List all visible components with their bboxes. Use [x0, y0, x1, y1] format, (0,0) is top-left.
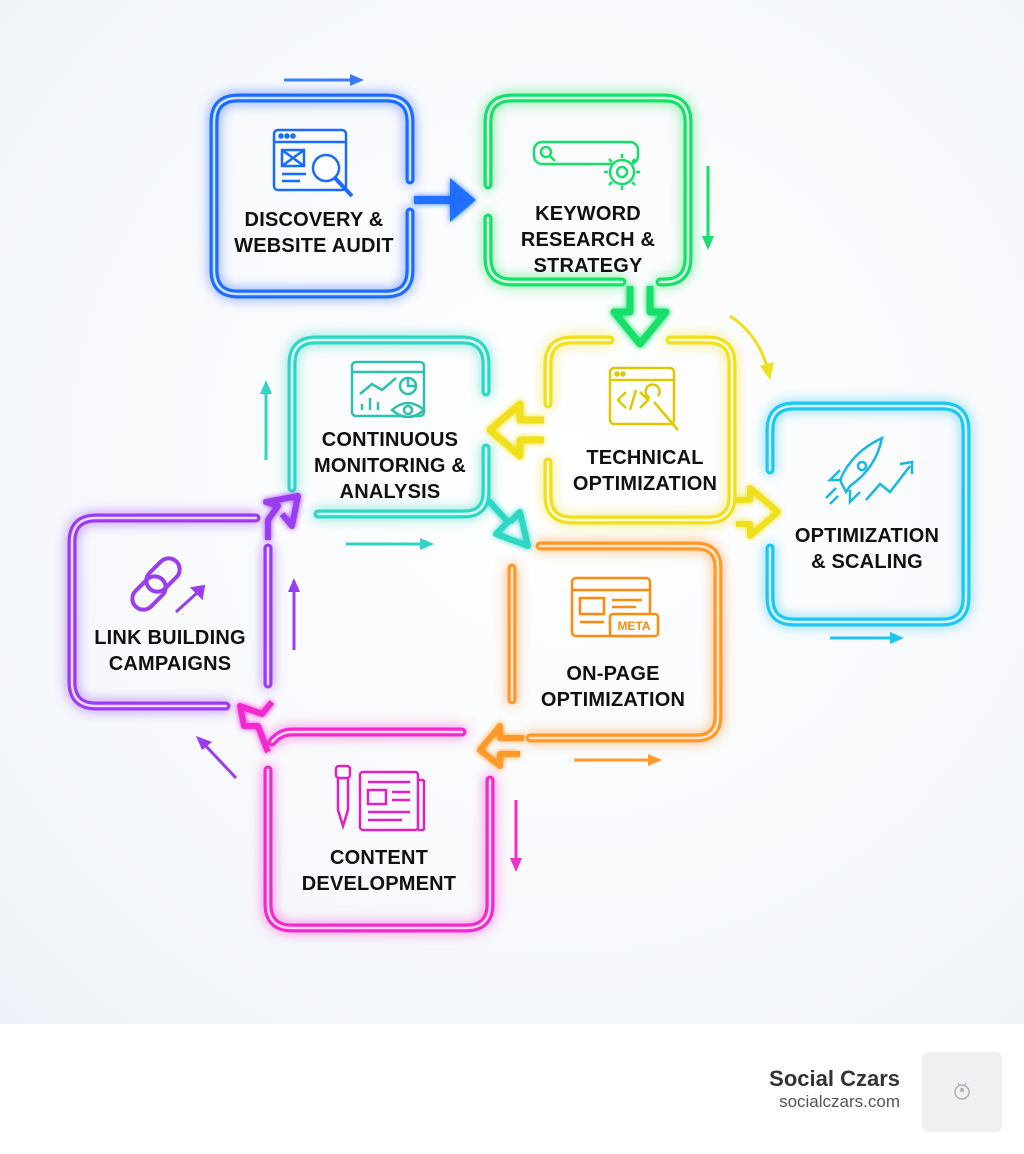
label-monitoring-line1: CONTINUOUS	[322, 429, 458, 451]
label-onpage-line1: ON-PAGE	[566, 663, 659, 685]
label-linkbuilding-line2: CAMPAIGNS	[109, 653, 232, 675]
label-onpage-line2: OPTIMIZATION	[541, 689, 685, 711]
arrow-linkbuilding-to-monitoring	[263, 493, 301, 540]
node-discovery	[209, 93, 415, 299]
brand-logo-icon	[954, 1082, 970, 1100]
small-arrow-top	[284, 74, 364, 86]
arrow-technical-to-monitoring	[486, 400, 544, 460]
label-keyword-line1: KEYWORD	[535, 203, 641, 225]
label-keyword-line2: RESEARCH &	[521, 229, 655, 251]
small-arrow-purple-diag	[196, 736, 238, 780]
label-discovery-line2: WEBSITE AUDIT	[234, 235, 394, 257]
small-arrow-teal-right	[346, 538, 434, 550]
arrow-technical-to-scaling	[736, 485, 781, 539]
label-technical: TECHNICAL OPTIMIZATION	[573, 447, 717, 495]
label-scaling-line1: OPTIMIZATION	[795, 525, 939, 547]
label-monitoring-line2: MONITORING &	[314, 455, 466, 477]
pen-newspaper-icon	[334, 764, 426, 832]
label-content-line2: DEVELOPMENT	[302, 873, 456, 895]
node-onpage	[507, 541, 723, 743]
label-technical-line2: OPTIMIZATION	[573, 473, 717, 495]
node-keyword	[483, 93, 693, 287]
browser-magnifier-icon	[272, 128, 354, 198]
label-keyword: KEYWORD RESEARCH & STRATEGY	[521, 203, 655, 277]
analytics-dashboard-eye-icon	[350, 360, 426, 419]
rocket-trend-arrow-icon	[825, 435, 914, 506]
small-arrow-pink-down	[510, 800, 522, 872]
small-arrow-cyan-right	[830, 632, 904, 644]
arrow-content-to-linkbuilding	[237, 700, 275, 754]
label-scaling: OPTIMIZATION & SCALING	[795, 525, 939, 573]
arrow-onpage-to-content	[477, 723, 524, 769]
node-monitoring	[287, 335, 491, 519]
diagram-canvas: META DISCOVERY & WEBSITE AUDIT KEYWORD R…	[67, 74, 971, 933]
footer	[0, 1024, 1024, 1154]
node-linkbuilding	[67, 513, 273, 711]
label-linkbuilding: LINK BUILDING CAMPAIGNS	[94, 627, 245, 675]
small-arrow-purple-up	[288, 578, 300, 650]
arrow-discovery-to-keyword	[414, 178, 476, 222]
small-arrow-teal-up	[260, 380, 272, 460]
label-scaling-line2: & SCALING	[811, 551, 923, 573]
label-keyword-line3: STRATEGY	[533, 255, 642, 277]
brand-url[interactable]: socialczars.com	[779, 1092, 900, 1111]
node-content	[263, 727, 495, 933]
small-arrow-yellow-curve	[729, 314, 774, 380]
small-arrow-green-down	[702, 166, 714, 250]
label-content-line1: CONTENT	[330, 847, 428, 869]
label-linkbuilding-line1: LINK BUILDING	[94, 627, 245, 649]
brand-logo	[922, 1052, 1002, 1132]
chain-link-arrow-icon	[130, 556, 206, 614]
label-onpage: ON-PAGE OPTIMIZATION	[541, 663, 685, 711]
small-arrow-orange-right	[574, 754, 662, 766]
label-monitoring: CONTINUOUS MONITORING & ANALYSIS	[314, 429, 466, 503]
label-content: CONTENT DEVELOPMENT	[302, 847, 456, 895]
label-monitoring-line3: ANALYSIS	[340, 481, 441, 503]
meta-tag-text: META	[617, 619, 650, 633]
label-discovery: DISCOVERY & WEBSITE AUDIT	[234, 209, 394, 257]
node-technical	[543, 335, 737, 525]
seo-process-diagram: META DISCOVERY & WEBSITE AUDIT KEYWORD R…	[0, 0, 1024, 1024]
arrow-keyword-to-technical	[610, 286, 670, 348]
label-technical-line1: TECHNICAL	[586, 447, 703, 469]
search-bar-gear-icon	[532, 140, 640, 190]
node-scaling	[765, 401, 971, 627]
brand-name[interactable]: Social Czars	[769, 1066, 900, 1091]
code-window-wrench-icon	[608, 366, 679, 431]
webpage-meta-tag-icon: META	[570, 576, 660, 638]
arrow-monitoring-to-onpage	[485, 497, 531, 549]
label-discovery-line1: DISCOVERY &	[245, 209, 384, 231]
